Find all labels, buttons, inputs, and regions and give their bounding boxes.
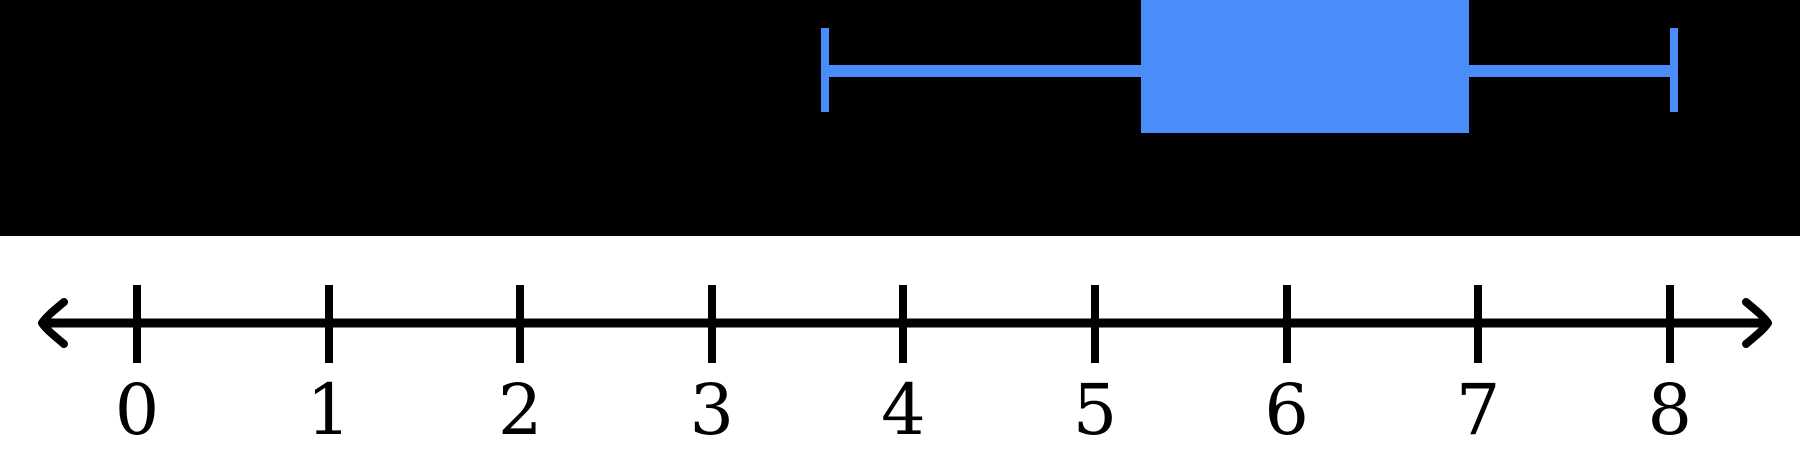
tick-label: 8 xyxy=(1647,369,1693,451)
right-whisker-line xyxy=(1468,65,1674,77)
tick-label: 6 xyxy=(1264,369,1309,451)
max-whisker-handle[interactable] xyxy=(1669,28,1678,112)
tick-label: 5 xyxy=(1072,369,1118,451)
tick-mark xyxy=(1474,285,1483,363)
min-whisker-handle[interactable] xyxy=(820,28,829,112)
tick-mark xyxy=(324,285,333,363)
left-arrow-icon xyxy=(38,298,68,348)
tick-label: 0 xyxy=(114,369,160,451)
tick-label: 4 xyxy=(881,369,926,451)
left-whisker-line xyxy=(824,65,1141,77)
iqr-box[interactable] xyxy=(1140,0,1469,133)
tick-mark xyxy=(133,285,141,363)
tick-mark xyxy=(1665,285,1674,363)
tick-mark xyxy=(1282,285,1291,363)
tick-label: 2 xyxy=(497,369,543,451)
tick-mark xyxy=(516,285,525,363)
tick-label: 1 xyxy=(306,369,351,451)
tick-mark xyxy=(1091,285,1099,363)
tick-label: 7 xyxy=(1455,369,1501,451)
right-arrow-icon xyxy=(1742,298,1772,348)
tick-mark xyxy=(707,285,716,363)
tick-label: 3 xyxy=(689,369,735,451)
tick-mark xyxy=(899,285,908,363)
box-plot-panel xyxy=(0,0,1800,236)
